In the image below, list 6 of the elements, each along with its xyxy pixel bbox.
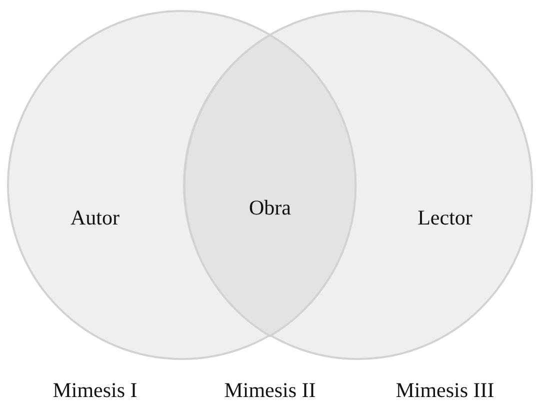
region-label: Obra — [249, 196, 291, 220]
region-label: Lector — [418, 206, 472, 230]
region-label: Autor — [70, 206, 120, 230]
caption-label: Mimesis III — [396, 378, 494, 403]
caption-label: Mimesis I — [52, 378, 138, 403]
caption-label: Mimesis II — [224, 378, 316, 403]
